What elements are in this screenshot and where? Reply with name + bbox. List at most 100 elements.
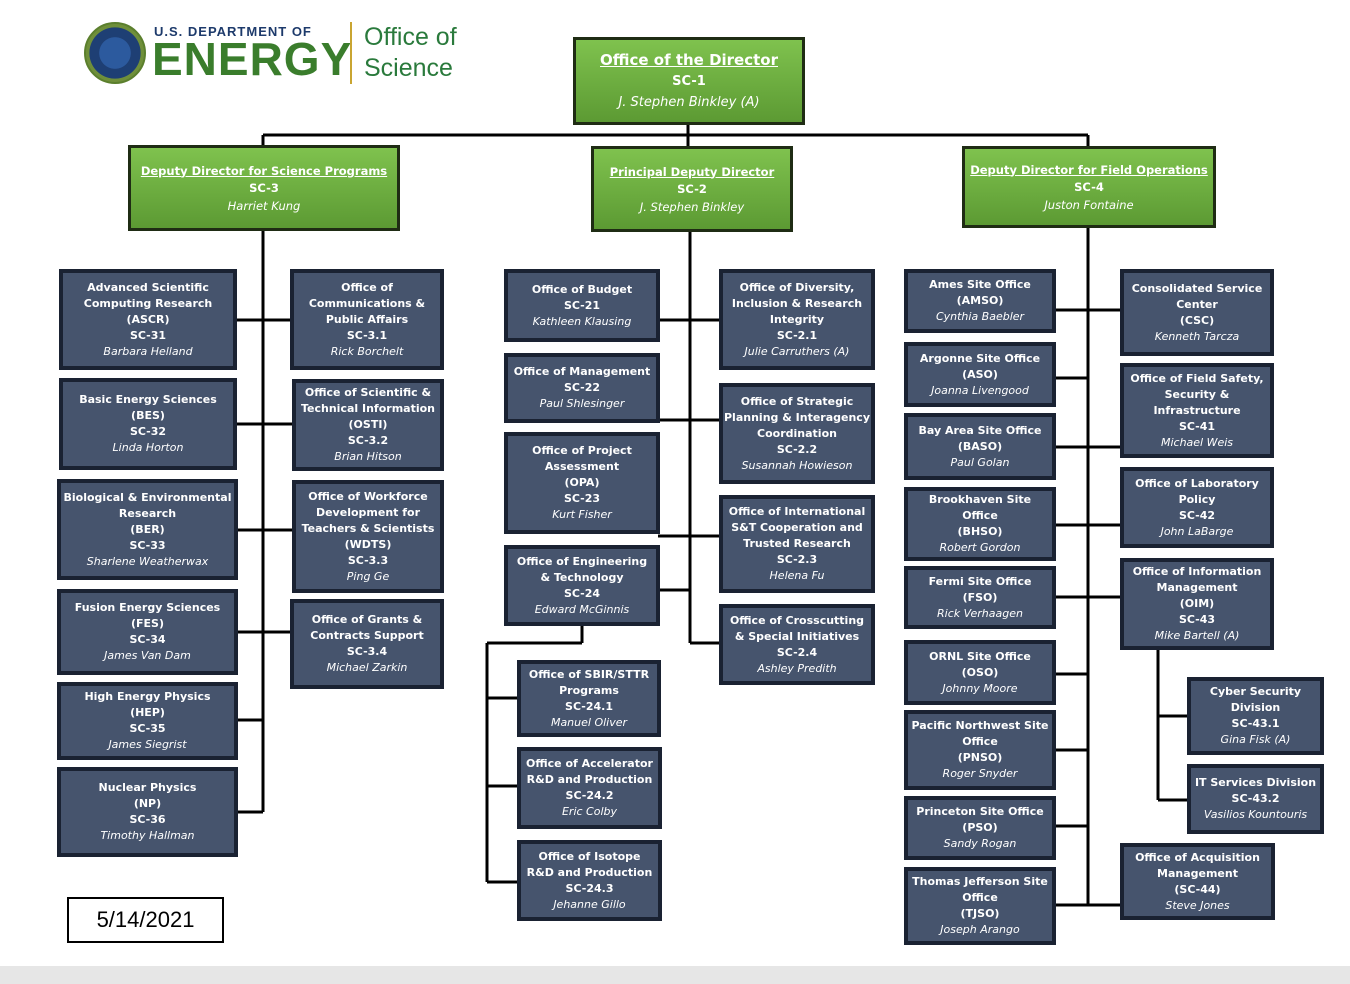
logo-energy-word: ENERGY: [152, 33, 353, 85]
office-code: SC-2.1: [776, 328, 818, 342]
office-name: (BER): [130, 522, 165, 536]
office-name: Thomas Jefferson Site: [912, 875, 1048, 888]
office-person: James Siegrist: [108, 738, 187, 751]
office-name: & Technology: [540, 570, 624, 584]
office-code: SC-2.4: [776, 645, 818, 659]
office-name: Office of International: [728, 505, 866, 518]
office-name: (OIM): [1179, 597, 1215, 610]
office-code: SC-31: [129, 328, 167, 342]
office-name: (BASO): [957, 439, 1003, 453]
site-office-box: Thomas Jefferson Site Office (TJSO) Jose…: [904, 867, 1056, 945]
office-name: Office of SBIR/STTR: [528, 667, 650, 681]
site-office-box: Ames Site Office (AMSO) Cynthia Baebler: [904, 269, 1056, 333]
office-person: Rick Borchelt: [330, 344, 404, 358]
office-code: SC-24.1: [565, 699, 613, 713]
office-name: Office: [962, 891, 998, 904]
office-code: SC-42: [1178, 508, 1216, 522]
office-code: SC-33: [129, 538, 166, 552]
office-name: High Energy Physics: [84, 690, 211, 703]
office-name: Research: [118, 506, 177, 520]
deputy-field-person: Juston Fontaine: [1044, 197, 1134, 212]
office-name: Fusion Energy Sciences: [74, 601, 221, 614]
office-name: Office of Isotope: [538, 849, 641, 863]
office-name: (NP): [133, 797, 162, 810]
office-code: SC-35: [129, 722, 166, 735]
office-name: Office of Management: [513, 365, 651, 378]
deputy-science-person: Harriet Kung: [227, 198, 301, 213]
office-name: Argonne Site Office: [919, 351, 1041, 365]
office-code: SC-24.3: [565, 881, 614, 895]
office-name: Biological & Environmental: [63, 490, 232, 504]
office-name: Management: [1156, 581, 1238, 594]
office-box: Nuclear Physics (NP) SC-36 Timothy Hallm…: [57, 767, 238, 857]
chart-date: 5/14/2021: [67, 897, 224, 943]
office-name: Bay Area Site Office: [918, 423, 1042, 437]
office-name: Integrity: [769, 312, 825, 326]
office-name: Fermi Site Office: [928, 574, 1032, 588]
office-box: Office of Engineering & Technology SC-24…: [504, 545, 660, 626]
office-code: SC-22: [563, 381, 601, 394]
office-code: SC-23: [563, 492, 601, 505]
footer-strip: [0, 966, 1350, 984]
office-person: Kathleen Klausing: [532, 314, 632, 328]
office-code: SC-21: [563, 298, 601, 312]
office-box: Office of Communications & Public Affair…: [290, 269, 444, 370]
site-office-box: Fermi Site Office (FSO) Rick Verhaagen: [904, 566, 1056, 629]
office-name: (CSC): [1179, 313, 1215, 327]
principal-deputy-title: Principal Deputy Director: [609, 164, 775, 179]
office-name: R&D and Production: [526, 865, 653, 879]
office-code: SC-2.2: [776, 442, 818, 456]
office-person: Joseph Arango: [940, 923, 1020, 936]
office-name: Contracts Support: [310, 629, 424, 642]
office-name: Office of Scientific &: [304, 386, 432, 399]
office-name: Office of: [341, 280, 393, 294]
office-box: Office of Diversity, Inclusion & Researc…: [719, 269, 875, 370]
office-box: Consolidated Service Center (CSC) Kennet…: [1120, 269, 1274, 356]
office-person: Jehanne Gillo: [553, 897, 626, 911]
office-name: Nuclear Physics: [98, 781, 197, 794]
office-person: Roger Snyder: [942, 767, 1018, 780]
office-name: (WDTS): [344, 537, 392, 551]
office-code: SC-3.2: [347, 434, 389, 447]
office-name: (ASCR): [126, 312, 170, 326]
office-name: Teachers & Scientists: [301, 521, 435, 535]
office-code: SC-43: [1178, 613, 1216, 626]
office-name: Technical Information: [301, 402, 435, 415]
office-name: ORNL Site Office: [929, 649, 1031, 663]
office-name: Advanced Scientific: [87, 280, 209, 294]
doe-office-of-science-logo: U.S. DEPARTMENT OF ENERGY Office of Scie…: [84, 22, 464, 88]
office-person: Kenneth Tarcza: [1154, 329, 1240, 343]
office-box: Office of Management SC-22 Paul Shlesing…: [504, 353, 660, 423]
site-office-box: Bay Area Site Office (BASO) Paul Golan: [904, 413, 1056, 480]
office-name: (BES): [131, 409, 165, 422]
logo-office-of-science: Office of Science: [364, 22, 457, 84]
office-box: Office of Crosscutting & Special Initiat…: [719, 604, 875, 685]
office-name: (OSO): [961, 665, 999, 679]
office-box: Office of Isotope R&D and Production SC-…: [517, 840, 662, 921]
office-person: Timothy Hallman: [100, 829, 195, 842]
office-name: (FES): [130, 617, 164, 630]
office-name: Office of Budget: [531, 282, 633, 296]
office-person: Edward McGinnis: [534, 602, 630, 616]
office-name: (AMSO): [956, 294, 1004, 307]
office-box: Office of Budget SC-21 Kathleen Klausing: [504, 269, 660, 342]
office-name: (TJSO): [960, 907, 1000, 920]
deputy-science-programs-box: Deputy Director for Science Programs SC-…: [128, 145, 400, 231]
office-box: Office of Information Management (OIM) S…: [1120, 558, 1274, 650]
office-name: Inclusion & Research: [731, 296, 863, 310]
office-person: Manuel Oliver: [550, 715, 628, 729]
logo-office-line1: Office of: [364, 23, 457, 51]
office-name: Management: [1157, 866, 1238, 880]
office-person: John LaBarge: [1160, 524, 1234, 538]
office-code: SC-24.2: [565, 789, 614, 802]
office-name: (PSO): [962, 821, 998, 834]
office-box: Office of SBIR/STTR Programs SC-24.1 Man…: [517, 660, 661, 737]
office-name: Office of Information: [1132, 565, 1262, 578]
office-box: Office of Laboratory Policy SC-42 John L…: [1120, 467, 1274, 548]
office-person: Steve Jones: [1165, 898, 1230, 912]
office-name: Planning & Interagency: [724, 410, 870, 424]
office-name: Office of Workforce: [308, 489, 428, 503]
office-name: (HEP): [130, 706, 165, 719]
office-name: Trusted Research: [743, 537, 851, 550]
office-name: Center: [1176, 297, 1218, 311]
